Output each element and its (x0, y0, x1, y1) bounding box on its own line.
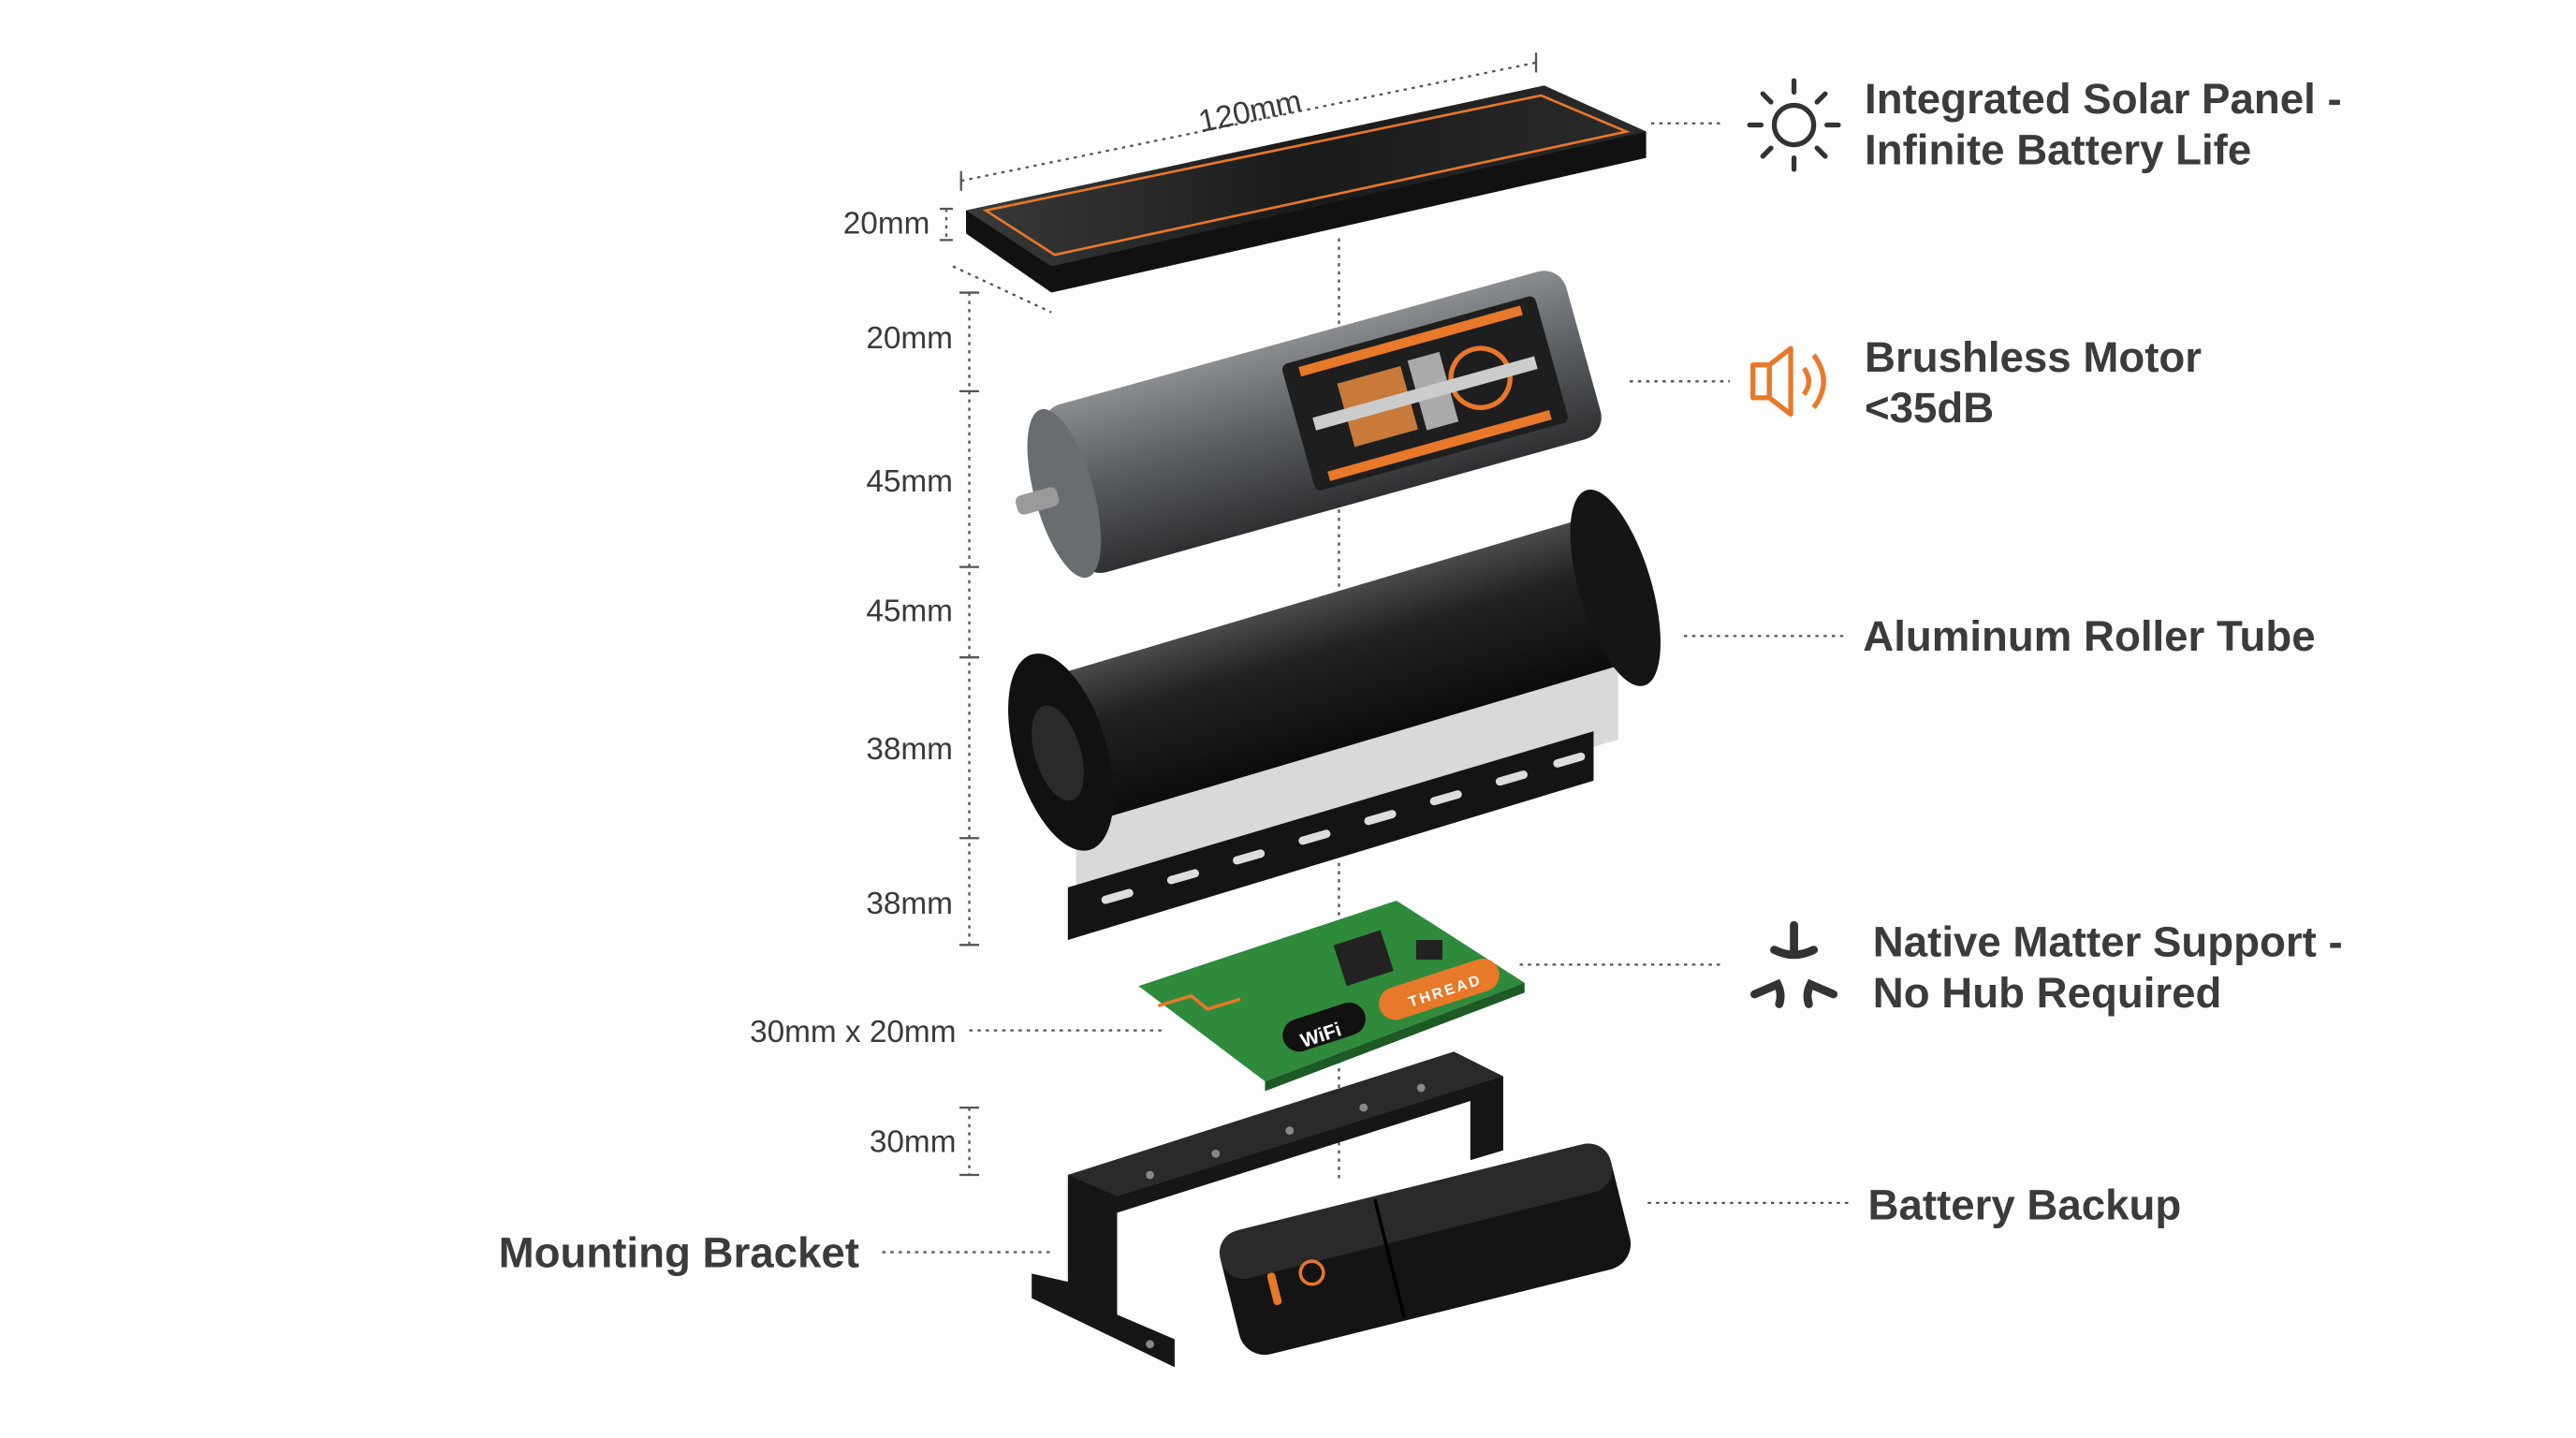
matter-feature-line1: Native Matter Support - (1873, 918, 2343, 966)
power-icon (1298, 1259, 1325, 1286)
speaker-icon (1750, 345, 1826, 418)
panel-height-label: 20mm (843, 206, 930, 241)
battery-feature-label: Battery Backup (1868, 1181, 2182, 1228)
motor-feature-line2: <35dB (1865, 384, 1994, 432)
sun-icon (1747, 78, 1841, 172)
thread-logo (1379, 958, 1500, 1020)
solar-feature-line2: Infinite Battery Life (1865, 126, 2251, 174)
bracket-height-label: 30mm (870, 1124, 957, 1159)
pcb-size-label: 30mm x 20mm (750, 1015, 956, 1049)
fabric-upper-label: 38mm (866, 732, 953, 767)
pcb: WiFi THREAD (1138, 900, 1525, 1092)
battery-led (1266, 1272, 1282, 1306)
motor-feature-line1: Brushless Motor (1865, 333, 2202, 381)
dim-ticks (959, 291, 980, 946)
bottom-rail (1067, 731, 1594, 941)
fabric-lower-label: 38mm (866, 887, 953, 921)
panel-depth-dimension (952, 265, 1052, 314)
tube-label: 45mm (866, 594, 953, 629)
solar-panel (966, 85, 1647, 293)
mounting-bracket-label: Mounting Bracket (499, 1228, 859, 1276)
panel-length-label: 120mm (1195, 84, 1304, 139)
roller-tube (1008, 489, 1661, 941)
motor (1015, 271, 1602, 579)
tube-feature-label: Aluminum Roller Tube (1863, 612, 2315, 660)
motor-top-label: 20mm (866, 321, 953, 356)
wifi-logo (1282, 1002, 1366, 1052)
battery-backup (1219, 1143, 1632, 1356)
matter-icon (1750, 920, 1838, 1008)
motor-body-label: 45mm (866, 464, 953, 499)
mounting-bracket (1032, 1051, 1503, 1368)
solar-feature-line1: Integrated Solar Panel - (1865, 75, 2342, 123)
matter-feature-line2: No Hub Required (1873, 969, 2222, 1017)
